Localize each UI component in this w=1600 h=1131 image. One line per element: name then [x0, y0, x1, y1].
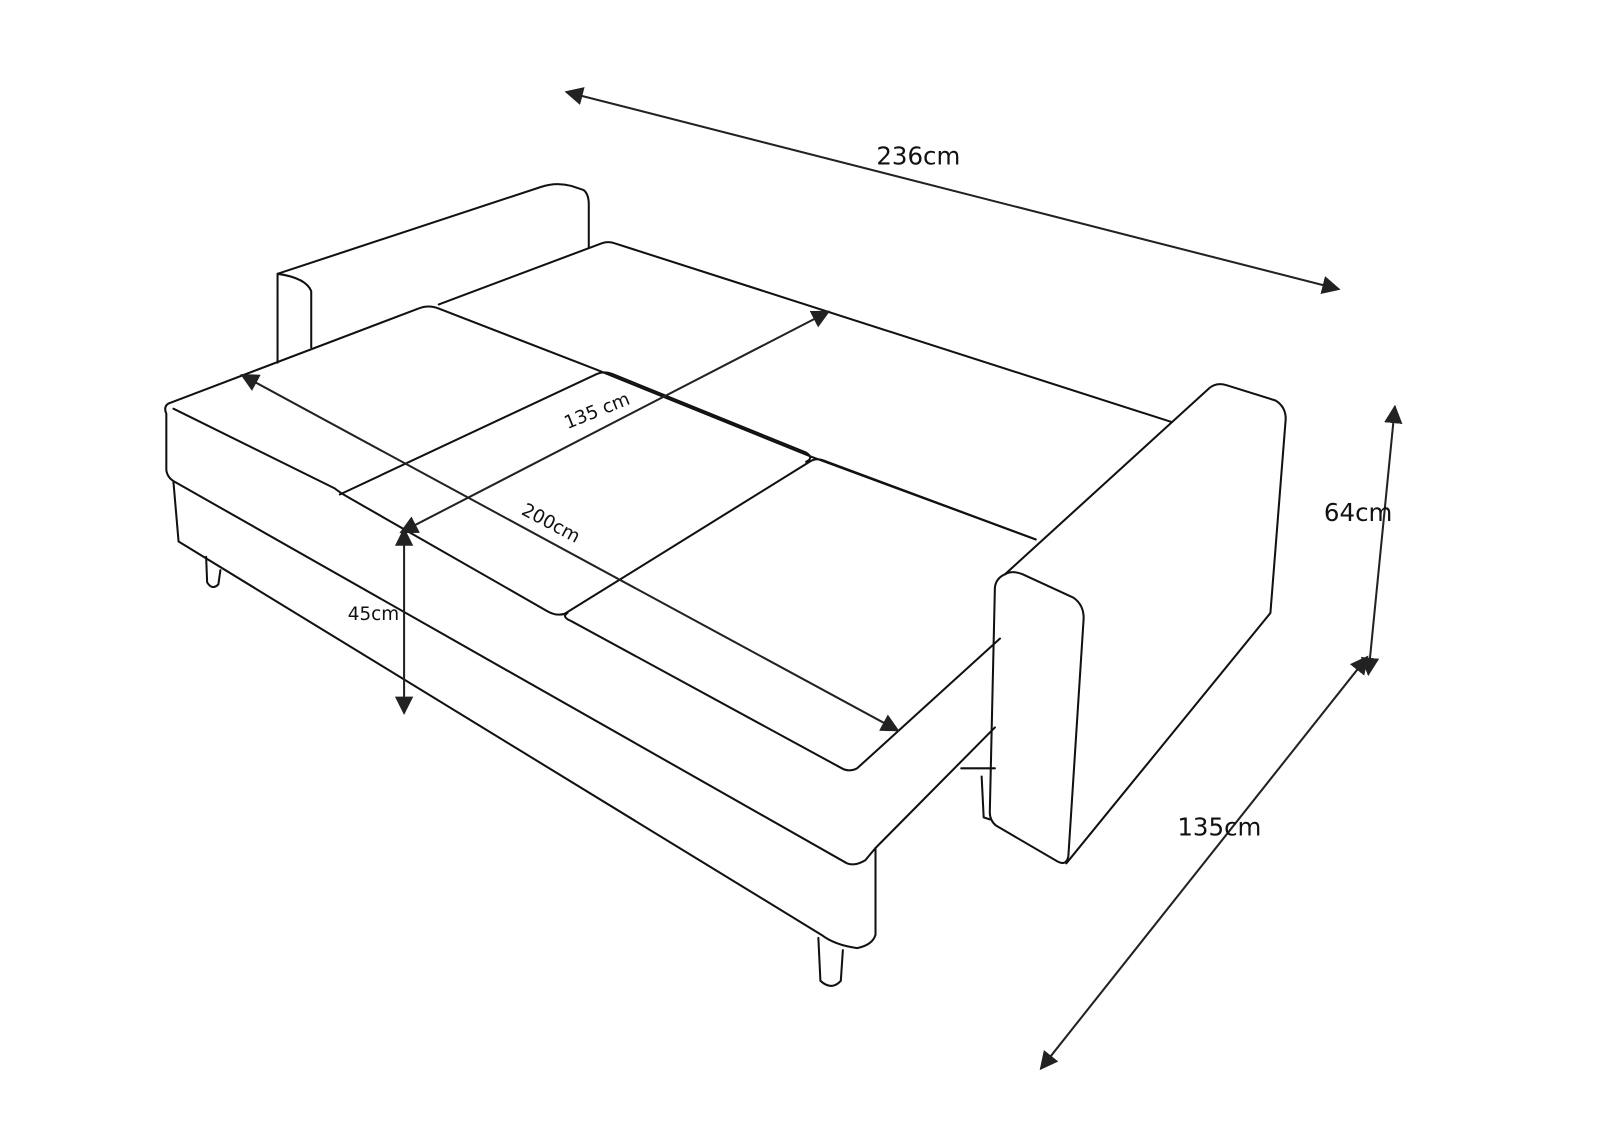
mattress [167, 305, 1037, 541]
depth-dimension-arrow [1039, 655, 1369, 1071]
sofa-drawing [164, 183, 1287, 987]
sleeping-width-label: 135 cm [561, 389, 633, 434]
width-label: 236cm [876, 141, 960, 170]
sleeping-width-arrow [399, 310, 831, 534]
right-armrest [988, 571, 1085, 864]
width-dimension-arrow [564, 87, 1341, 294]
leg [205, 555, 222, 589]
sleeping-length-arrow [240, 374, 900, 732]
left-armrest [276, 183, 590, 275]
leg [817, 936, 844, 987]
leg [980, 775, 991, 821]
sofa-base [172, 481, 877, 950]
sleeping-length-label: 200cm [518, 500, 583, 548]
height-label: 64cm [1324, 498, 1392, 527]
seat-height-label: 45cm [348, 604, 399, 625]
height-dimension-arrow [1360, 404, 1403, 677]
dimension-labels: 236cm 64cm 135cm 135 cm 200cm 45cm [348, 137, 1392, 842]
dimension-lines [240, 87, 1403, 1071]
backrest [437, 241, 1173, 423]
depth-label: 135cm [1177, 813, 1261, 842]
